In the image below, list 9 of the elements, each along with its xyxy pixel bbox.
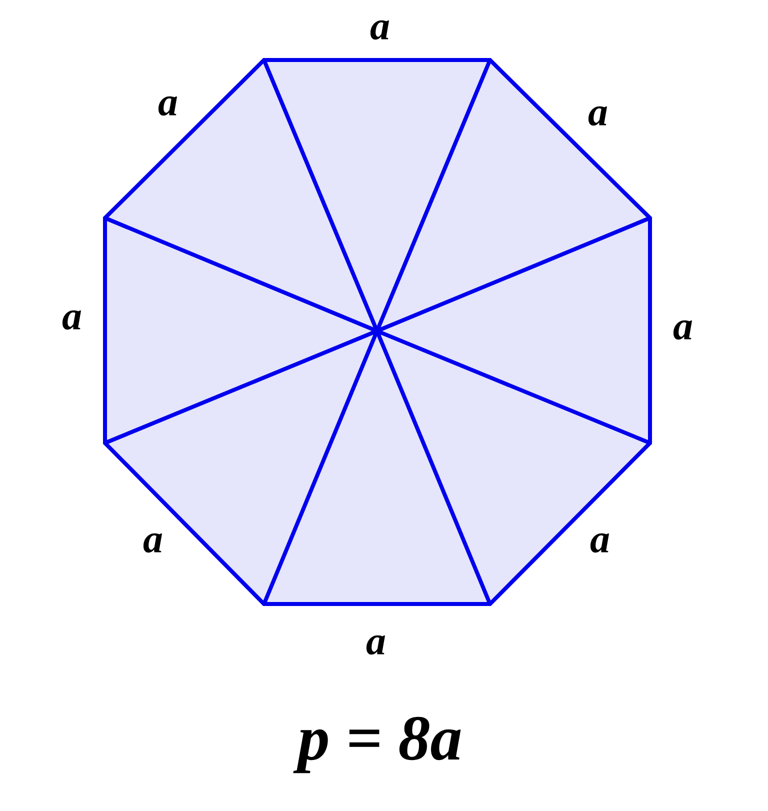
side-label: a	[370, 20, 390, 40]
side-label: a	[158, 96, 178, 116]
side-label: a	[143, 533, 162, 553]
perimeter-formula: p = 8a	[293, 716, 461, 774]
side-label: a	[62, 310, 82, 330]
side-label: a	[366, 635, 386, 655]
side-label: a	[590, 533, 610, 553]
side-label: a	[673, 320, 692, 340]
side-label: a	[588, 106, 608, 126]
